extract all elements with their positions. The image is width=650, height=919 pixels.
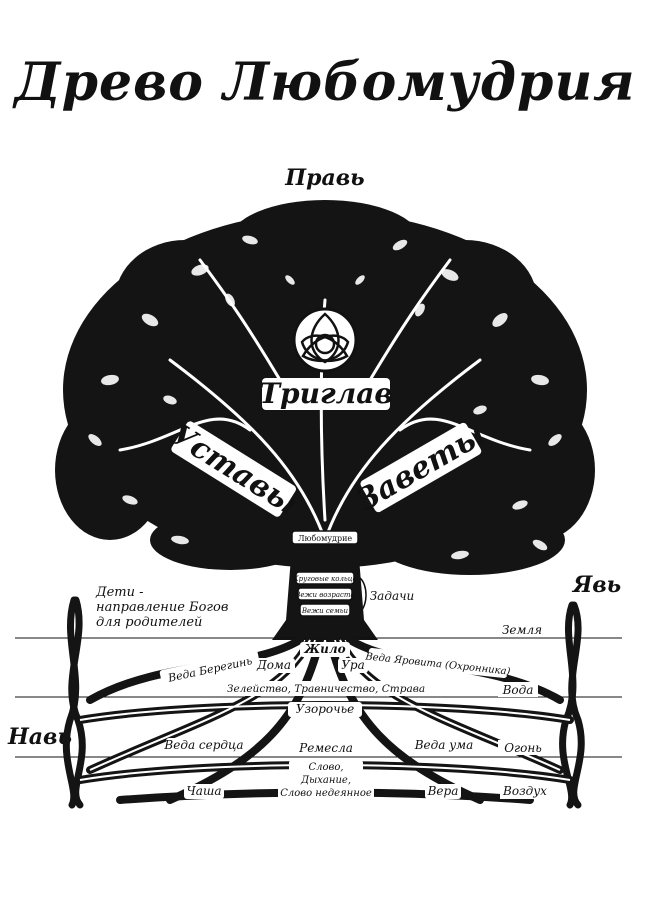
uzorochye-label: Узорочье <box>296 702 354 716</box>
dyhanie-label: Дыхание, <box>300 775 351 786</box>
realm-nav-label: Навь <box>7 724 72 750</box>
zeleystvo-label: Зелейство, Травничество, Страва <box>227 683 425 695</box>
slovo-label: Слово, <box>308 762 343 773</box>
realm-yav-label: Явь <box>571 572 621 598</box>
tree-trunk <box>272 530 378 640</box>
remesla-label: Ремесла <box>298 741 353 755</box>
realm-prav-label: Правь <box>284 165 364 191</box>
earth-level-label: Земля <box>502 623 542 637</box>
page-title: Древо Любомудрия <box>14 52 636 113</box>
children-note-line-1: Дети - <box>95 585 144 600</box>
zhilo-label: Жило <box>303 642 345 656</box>
veda-uma-label: Веда ума <box>414 738 474 752</box>
doma-label: Дома <box>256 658 291 672</box>
air-level-label: Воздух <box>502 784 547 798</box>
vera-label: Вера <box>427 784 459 798</box>
trunk-top-label: Любомудрие <box>298 534 353 543</box>
trunk-ring-2: Вежи возраста <box>294 591 354 599</box>
chasha-label: Чаша <box>187 784 222 798</box>
veda-serdtsa-label: Веда сердца <box>163 738 243 752</box>
veda-beregini-label: Веда Берегинь <box>166 654 253 685</box>
triglav-symbol-icon <box>292 307 358 373</box>
children-note-line-3: для родителей <box>96 615 202 630</box>
fire-level-label: Огонь <box>504 741 542 755</box>
trunk-ring-3: Вежи семьи <box>301 607 349 615</box>
water-level-label: Вода <box>502 683 534 697</box>
triglav-label: Триглав <box>259 377 393 410</box>
tasks-label: Задачи <box>370 589 415 603</box>
slovo-nedeyannoe-label: Слово недеянное <box>280 788 372 799</box>
trunk-ring-1: Круговые кольца <box>292 575 357 583</box>
ura-label: Ура <box>341 658 365 672</box>
children-note-line-2: направление Богов <box>96 600 228 615</box>
